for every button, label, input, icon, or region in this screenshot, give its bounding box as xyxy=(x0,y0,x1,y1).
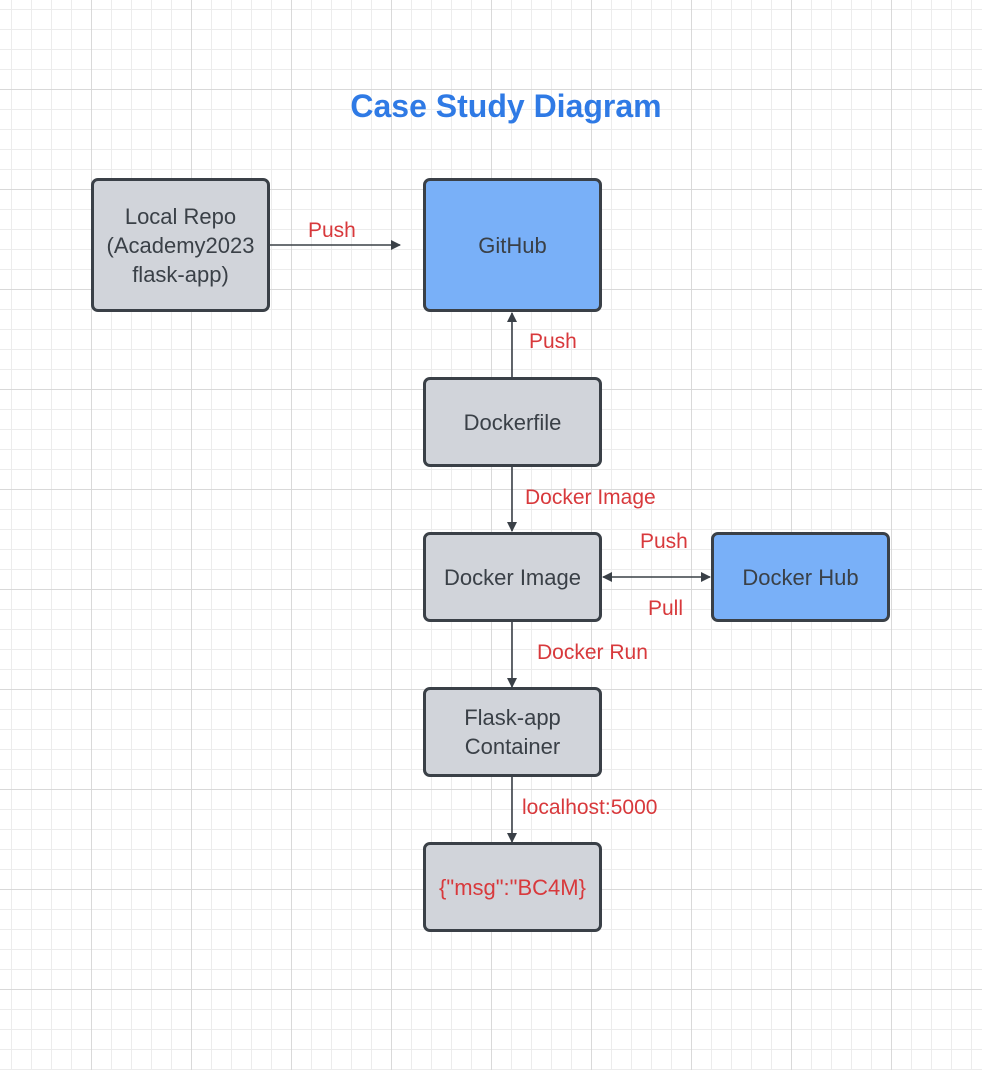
node-response[interactable]: {"msg":"BC4M} xyxy=(423,842,602,932)
node-flask-container[interactable]: Flask-app Container xyxy=(423,687,602,777)
node-github[interactable]: GitHub xyxy=(423,178,602,312)
label-dockerfile-to-github: Push xyxy=(529,330,577,353)
node-local-repo[interactable]: Local Repo (Academy2023 flask-app) xyxy=(91,178,270,312)
node-docker-hub[interactable]: Docker Hub xyxy=(711,532,890,622)
label-image-to-hub: Push xyxy=(640,530,688,553)
node-docker-image[interactable]: Docker Image xyxy=(423,532,602,622)
label-image-to-container: Docker Run xyxy=(537,641,648,664)
label-dockerfile-to-image: Docker Image xyxy=(525,486,656,509)
diagram-title: Case Study Diagram xyxy=(350,88,662,124)
label-hub-to-image: Pull xyxy=(648,597,684,620)
label-local-to-github: Push xyxy=(308,219,356,242)
label-container-to-response: localhost:5000 xyxy=(522,796,658,819)
node-dockerfile[interactable]: Dockerfile xyxy=(423,377,602,467)
